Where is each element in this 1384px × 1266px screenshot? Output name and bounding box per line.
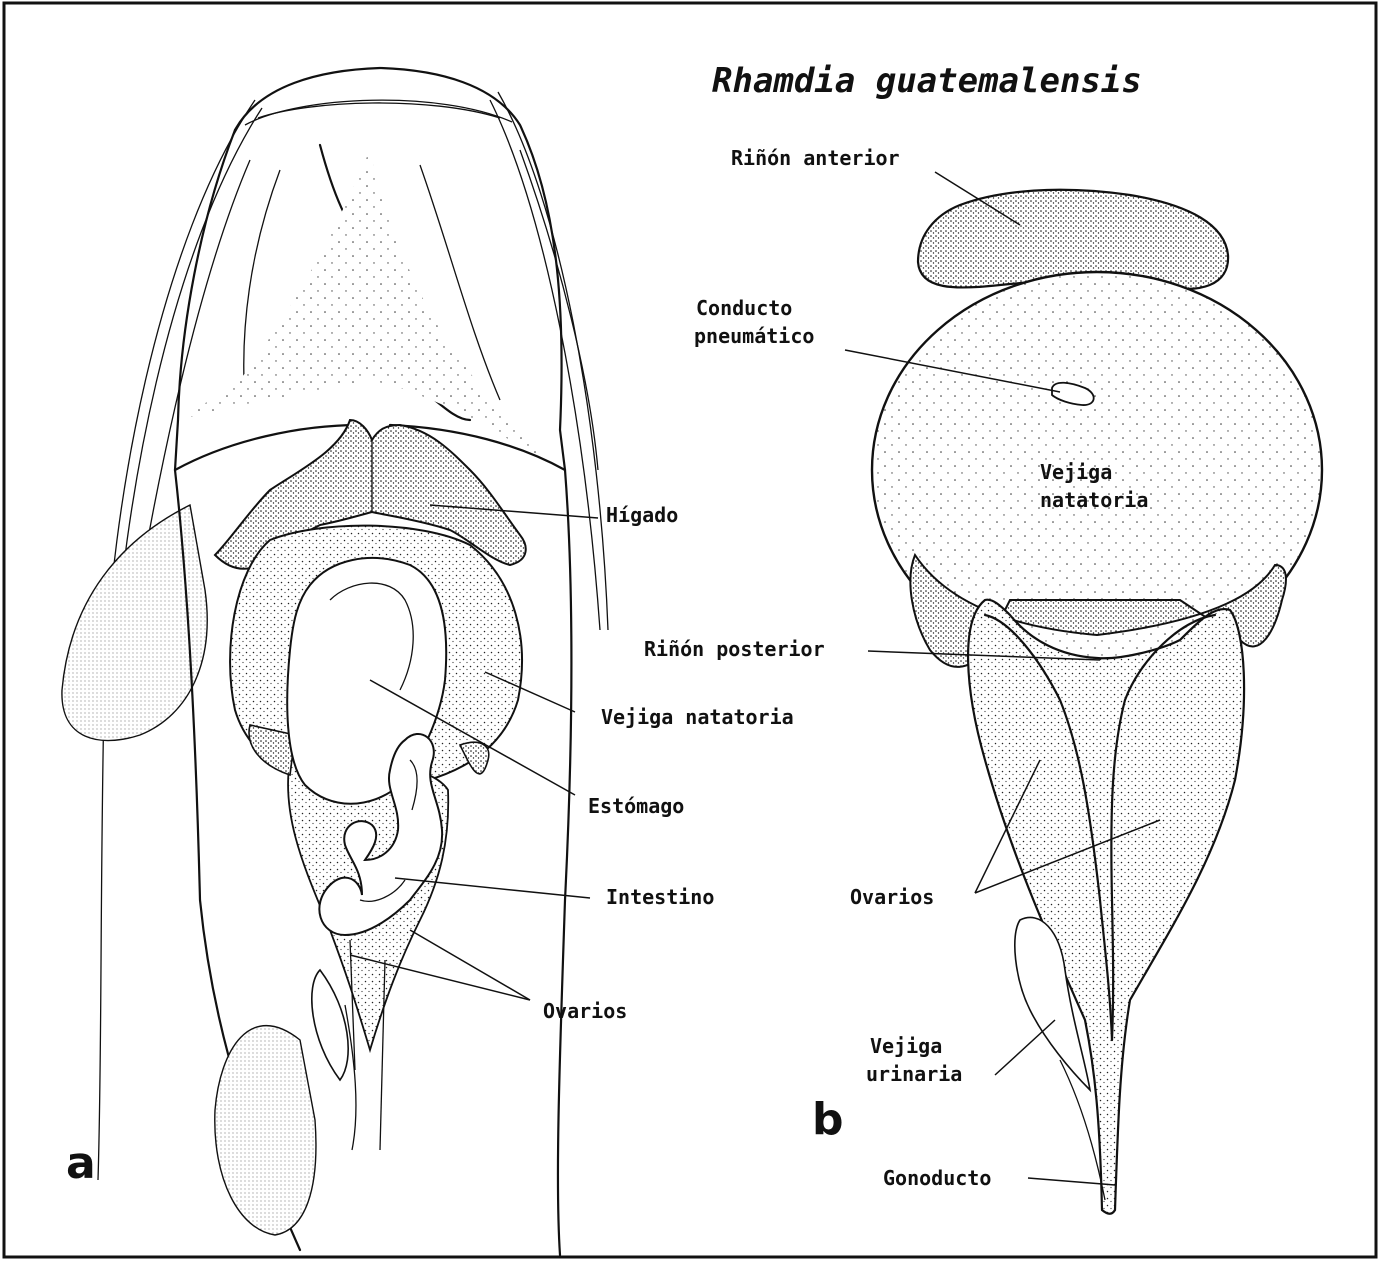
label-vejiga-urinaria-line1: Vejiga — [870, 1034, 942, 1058]
label-vejiga-urinaria-line2: urinaria — [866, 1062, 962, 1086]
label-intestino: Intestino — [606, 885, 714, 909]
panel-letter-b: b — [812, 1094, 844, 1145]
label-conducto-line2: pneumático — [694, 324, 814, 348]
label-ovarios-a: Ovarios — [543, 999, 627, 1023]
panel-b-organ-drawing — [872, 190, 1322, 1214]
panel-a-fish-drawing — [62, 68, 608, 1255]
label-vejiga-natatoria-b-line2: natatoria — [1040, 488, 1148, 512]
gill-region — [180, 150, 560, 470]
label-rinon-anterior: Riñón anterior — [731, 146, 900, 170]
label-ovarios-b: Ovarios — [850, 885, 934, 909]
panel-letter-a: a — [66, 1138, 96, 1189]
label-higado: Hígado — [606, 503, 678, 527]
pectoral-fin — [62, 505, 207, 741]
label-gonoducto: Gonoducto — [883, 1166, 991, 1190]
label-vejiga-natatoria-b-line1: Vejiga — [1040, 460, 1112, 484]
label-estomago: Estómago — [588, 794, 684, 818]
label-vejiga-natatoria-a: Vejiga natatoria — [601, 705, 794, 729]
label-rinon-posterior: Riñón posterior — [644, 637, 825, 661]
ovaries-b — [968, 600, 1244, 1214]
figure-title: Rhamdia guatemalensis — [712, 61, 1142, 101]
label-conducto-line1: Conducto — [696, 296, 792, 320]
pelvic-fin — [215, 1026, 316, 1235]
